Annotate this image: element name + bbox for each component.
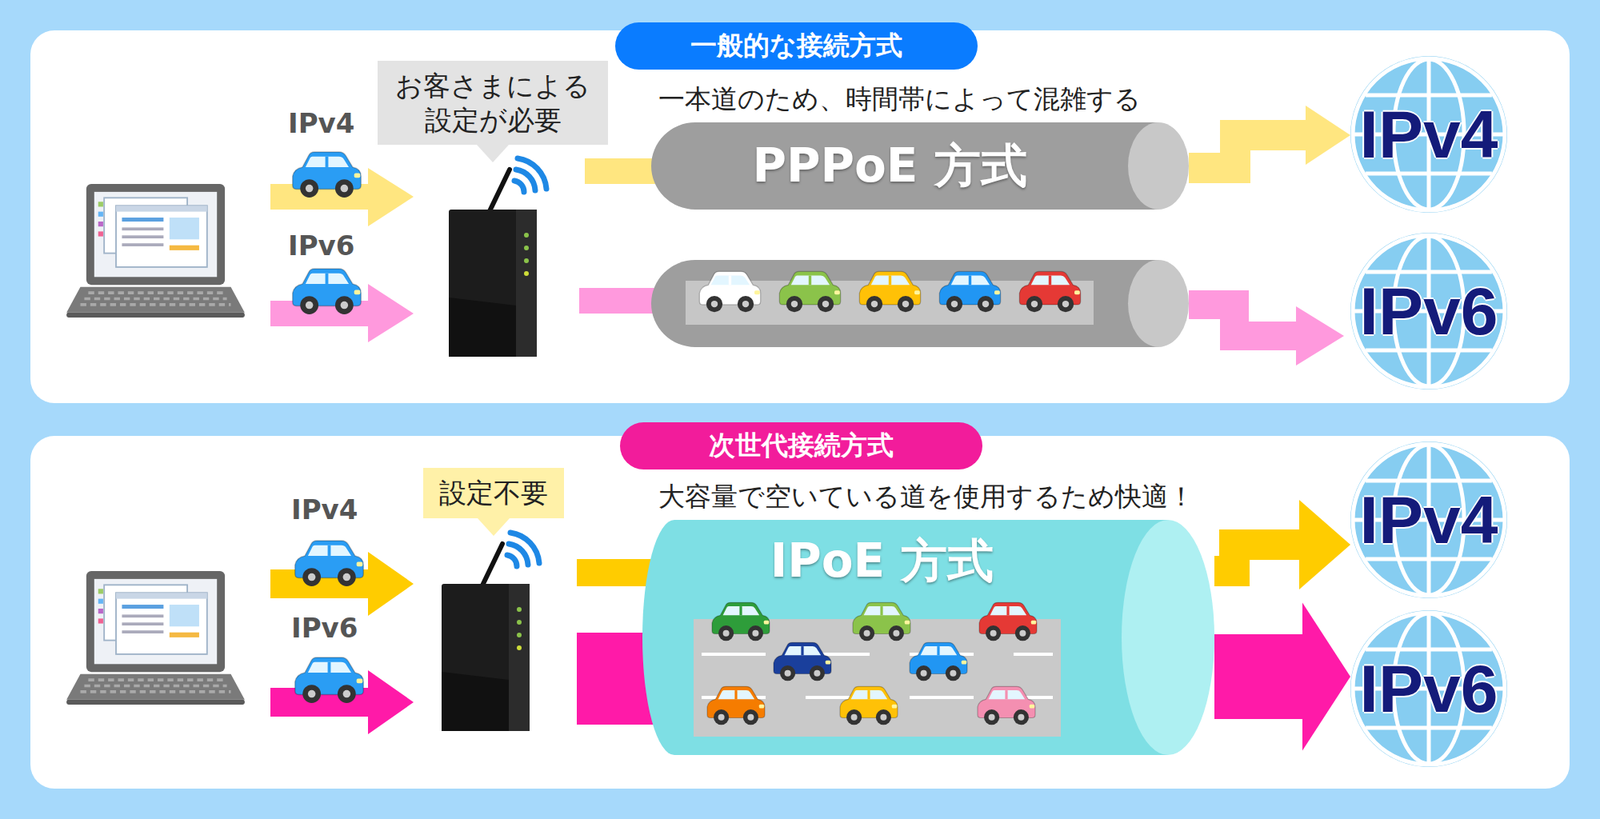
globe-disc	[1350, 610, 1508, 768]
title-band: 一般的な接続方式	[615, 22, 978, 70]
tube-end	[1128, 122, 1189, 210]
globe-disc	[1350, 56, 1508, 213]
globe-disc	[1350, 441, 1508, 599]
internet-globe: IPv4	[1350, 56, 1508, 213]
car-icon	[979, 602, 1037, 641]
flow-arrow	[1214, 500, 1351, 590]
protocol-label: IPv6	[291, 613, 358, 644]
flow-arrow	[1188, 105, 1351, 168]
pppoe-tube: PPPoE 方式	[651, 122, 1189, 210]
car-icon	[852, 602, 911, 641]
globe-grid	[1352, 58, 1505, 211]
globe-grid	[1352, 612, 1505, 765]
arrow-band	[1214, 544, 1300, 572]
note-text: 大容量で空いている道を使用するため快適！	[658, 482, 1195, 512]
node-text: IPv6	[1360, 277, 1499, 345]
lane-line	[701, 652, 1053, 656]
globe-grid	[1352, 235, 1505, 388]
car-icon	[977, 686, 1036, 725]
car-icon	[840, 686, 898, 725]
node-text: 次世代接続方式	[652, 428, 951, 464]
ipoe-tube: IPoE 方式	[642, 520, 1215, 756]
tube-text-area: IPoE 方式	[642, 531, 1122, 592]
note-text: 一本道のため、時間帯によって混雑する	[658, 84, 1141, 114]
car-icon	[712, 602, 770, 641]
globe-grid	[1352, 444, 1505, 596]
arrow-head	[1302, 603, 1351, 752]
arrow-band	[1214, 634, 1303, 720]
arrow-band	[1188, 135, 1306, 168]
protocol-label: IPv6	[288, 231, 355, 261]
callout-pointer-shape	[476, 144, 509, 163]
internet-globe: IPv4	[1350, 441, 1508, 599]
car-icon	[707, 686, 765, 725]
node-text: IPv6	[1360, 655, 1499, 723]
tube-body	[642, 520, 1168, 756]
title-band: 次世代接続方式	[620, 422, 983, 470]
node-text: 設定不要	[439, 476, 548, 511]
internet-globe: IPv6	[1350, 610, 1508, 768]
node-text: IPoE 方式	[770, 530, 995, 593]
node-text: PPPoE 方式	[752, 135, 1027, 198]
callout-box: お客さまによる 設定が必要	[377, 60, 608, 145]
protocol-label: IPv4	[288, 108, 355, 139]
protocol-label: IPv4	[291, 495, 358, 525]
callout-box: 設定不要	[423, 468, 564, 519]
car-icon	[773, 642, 832, 681]
car-icon	[909, 642, 968, 681]
callout-pointer	[476, 144, 509, 163]
arrow-head	[1305, 105, 1351, 165]
arrow-head	[1299, 500, 1351, 590]
node-text: IPv4	[1360, 100, 1499, 168]
callout-pointer	[477, 518, 510, 536]
node-text: IPv4	[1360, 486, 1499, 554]
node-text: お客さまによる 設定が必要	[393, 68, 592, 137]
node-text: 一般的な接続方式	[647, 28, 946, 64]
flow-arrow	[1214, 603, 1351, 752]
globe-disc	[1350, 232, 1508, 390]
internet-globe: IPv6	[1350, 232, 1508, 390]
tube-text-area: PPPoE 方式	[651, 122, 1128, 210]
tube-end	[1121, 520, 1215, 756]
tube-body	[651, 122, 1159, 210]
callout-pointer-shape	[477, 518, 510, 536]
